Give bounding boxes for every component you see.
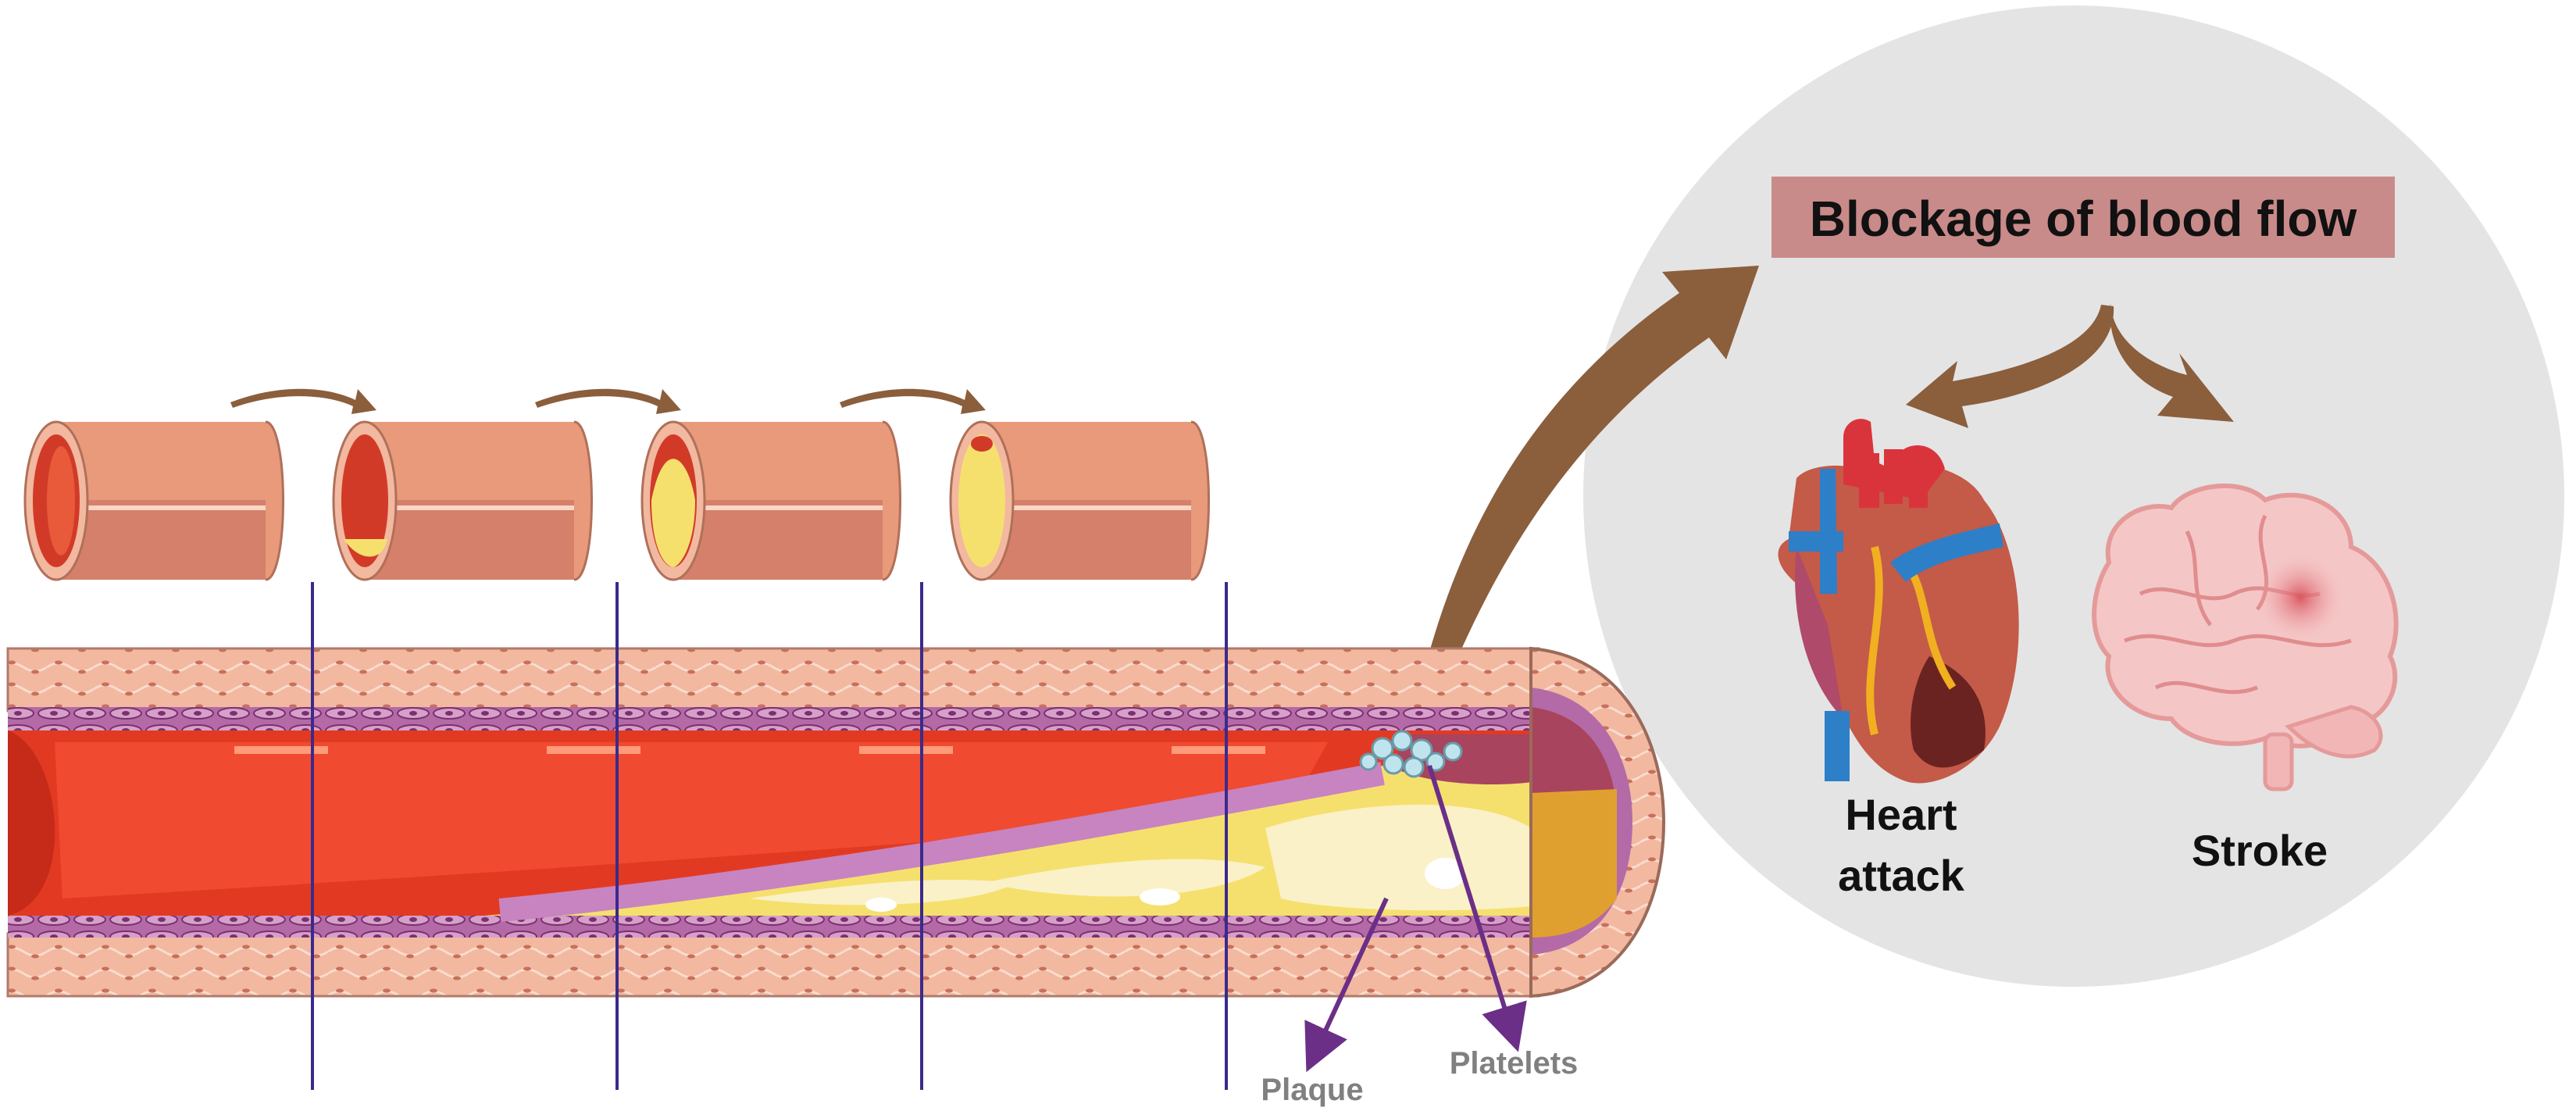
cross-section-3 — [640, 420, 901, 581]
stroke-label: Stroke — [2192, 826, 2328, 875]
detail-circle — [1583, 5, 2564, 987]
heart-icon — [1778, 419, 2019, 784]
heart-label-line1: Heart — [1845, 790, 1957, 839]
pointer-arrows — [1304, 765, 1527, 1073]
cross-section-2 — [332, 420, 593, 581]
brain-icon — [2092, 483, 2399, 791]
branch-arrows — [1906, 303, 2234, 428]
heart-label-line2: attack — [1838, 851, 1965, 900]
title-box: Blockage of blood flow — [1771, 177, 2395, 258]
artery-longitudinal — [6, 646, 1666, 998]
circle-title: Blockage of blood flow — [1810, 191, 2357, 247]
cross-section-1 — [23, 420, 284, 581]
plaque-label: Plaque — [1261, 1073, 1363, 1107]
cross-section-4 — [949, 420, 1210, 581]
platelets-label: Platelets — [1450, 1046, 1579, 1080]
stage-dividers — [311, 582, 1228, 1090]
progression-arrows — [230, 388, 986, 414]
